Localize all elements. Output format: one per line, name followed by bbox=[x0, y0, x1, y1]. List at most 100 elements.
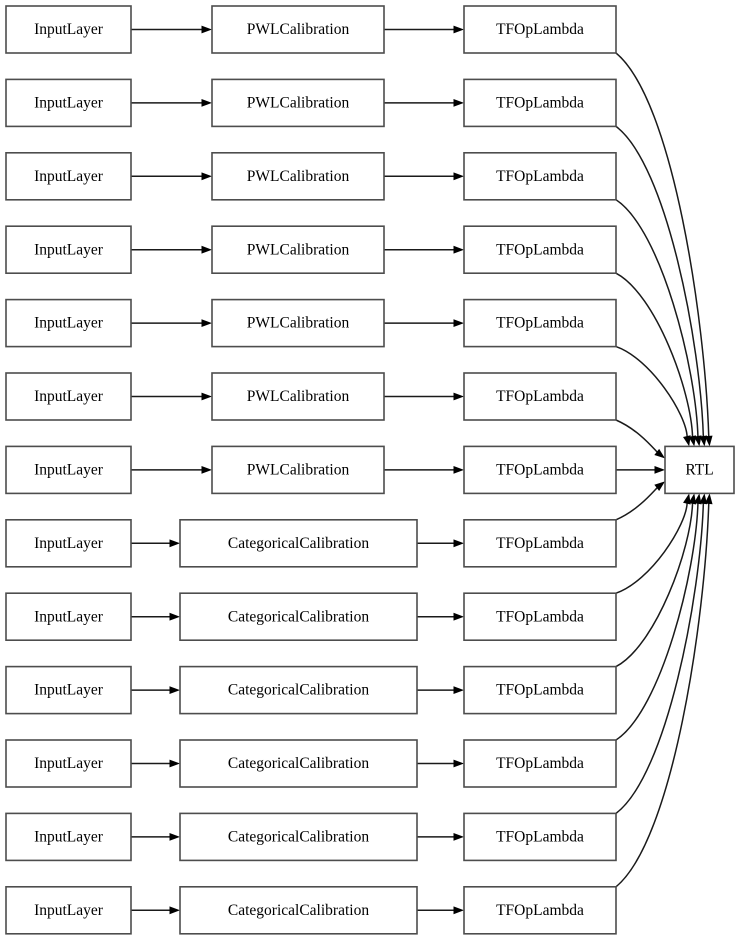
edge-lambda-to-rtl-3 bbox=[615, 272, 694, 438]
node-input-layer-5-label: InputLayer bbox=[34, 388, 104, 405]
edge-lambda-to-rtl-7 bbox=[615, 486, 659, 521]
edge-input-to-calibration-0-head bbox=[201, 25, 212, 34]
node-input-layer-3[interactable]: InputLayer bbox=[5, 225, 132, 274]
node-input-layer-1[interactable]: InputLayer bbox=[5, 78, 132, 128]
node-tf-op-lambda-9-label: TFOpLambda bbox=[496, 682, 584, 699]
node-calibration-5[interactable]: PWLCalibration bbox=[211, 372, 385, 421]
node-tf-op-lambda-2-label: TFOpLambda bbox=[496, 168, 584, 185]
node-tf-op-lambda-5[interactable]: TFOpLambda bbox=[463, 372, 617, 421]
node-input-layer-12[interactable]: InputLayer bbox=[5, 885, 132, 935]
node-input-layer-4-label: InputLayer bbox=[34, 315, 104, 332]
node-calibration-0[interactable]: PWLCalibration bbox=[211, 5, 385, 54]
edge-calibration-to-lambda-3-head bbox=[453, 245, 464, 254]
node-tf-op-lambda-4-label: TFOpLambda bbox=[496, 315, 584, 332]
node-calibration-12-label: CategoricalCalibration bbox=[228, 902, 369, 919]
edge-lambda-to-rtl-9 bbox=[615, 502, 694, 668]
node-input-layer-9-label: InputLayer bbox=[34, 682, 104, 699]
edge-lambda-to-rtl-10-head bbox=[693, 493, 702, 505]
node-tf-op-lambda-11[interactable]: TFOpLambda bbox=[463, 812, 617, 862]
edge-lambda-to-rtl-8 bbox=[615, 502, 688, 594]
node-calibration-9-label: CategoricalCalibration bbox=[228, 682, 369, 699]
edge-lambda-to-rtl-10 bbox=[615, 502, 699, 741]
edge-lambda-to-rtl-8-head bbox=[683, 493, 691, 505]
node-input-layer-10[interactable]: InputLayer bbox=[5, 739, 132, 788]
edge-input-to-calibration-7-head bbox=[169, 539, 180, 548]
node-calibration-2[interactable]: PWLCalibration bbox=[211, 152, 385, 201]
node-input-layer-6[interactable]: InputLayer bbox=[5, 445, 132, 495]
node-tf-op-lambda-1[interactable]: TFOpLambda bbox=[463, 78, 617, 128]
node-input-layer-8-label: InputLayer bbox=[34, 608, 104, 625]
node-calibration-0-label: PWLCalibration bbox=[247, 21, 350, 38]
node-calibration-11[interactable]: CategoricalCalibration bbox=[179, 812, 418, 862]
edge-calibration-to-lambda-1-head bbox=[453, 99, 464, 107]
node-tf-op-lambda-3[interactable]: TFOpLambda bbox=[463, 225, 617, 274]
edge-calibration-to-lambda-8-head bbox=[453, 612, 464, 621]
edge-lambda-to-rtl-0-head bbox=[704, 435, 713, 447]
edge-lambda-to-rtl-6-head bbox=[654, 466, 665, 474]
node-tf-op-lambda-10[interactable]: TFOpLambda bbox=[463, 739, 617, 788]
node-input-layer-10-label: InputLayer bbox=[34, 755, 104, 772]
node-rtl-label: RTL bbox=[685, 461, 713, 478]
node-input-layer-9[interactable]: InputLayer bbox=[5, 665, 132, 715]
node-tf-op-lambda-4[interactable]: TFOpLambda bbox=[463, 298, 617, 348]
edge-calibration-to-lambda-7-head bbox=[453, 539, 464, 548]
edge-lambda-to-rtl-5 bbox=[615, 419, 659, 454]
edge-lambda-to-rtl-1-head bbox=[699, 435, 708, 447]
node-input-layer-11[interactable]: InputLayer bbox=[5, 812, 132, 862]
node-tf-op-lambda-8[interactable]: TFOpLambda bbox=[463, 592, 617, 642]
node-rtl[interactable]: RTL bbox=[664, 445, 735, 495]
edge-lambda-to-rtl-12-head bbox=[704, 493, 713, 505]
node-tf-op-lambda-2[interactable]: TFOpLambda bbox=[463, 152, 617, 201]
edge-input-to-calibration-3-head bbox=[201, 245, 212, 254]
node-calibration-3[interactable]: PWLCalibration bbox=[211, 225, 385, 274]
edge-input-to-calibration-1-head bbox=[201, 99, 212, 107]
node-tf-op-lambda-11-label: TFOpLambda bbox=[496, 828, 584, 845]
node-input-layer-11-label: InputLayer bbox=[34, 828, 104, 845]
node-calibration-2-label: PWLCalibration bbox=[247, 168, 350, 185]
node-tf-op-lambda-0[interactable]: TFOpLambda bbox=[463, 5, 617, 54]
node-calibration-1-label: PWLCalibration bbox=[247, 94, 350, 111]
node-input-layer-4[interactable]: InputLayer bbox=[5, 298, 132, 348]
node-input-layer-7-label: InputLayer bbox=[34, 535, 104, 552]
node-input-layer-3-label: InputLayer bbox=[34, 241, 104, 258]
edge-lambda-to-rtl-1 bbox=[615, 125, 705, 438]
node-calibration-12[interactable]: CategoricalCalibration bbox=[179, 885, 418, 935]
node-calibration-8[interactable]: CategoricalCalibration bbox=[179, 592, 418, 642]
node-input-layer-0[interactable]: InputLayer bbox=[5, 5, 132, 54]
node-calibration-1[interactable]: PWLCalibration bbox=[211, 78, 385, 128]
edge-lambda-to-rtl-11 bbox=[615, 502, 705, 814]
node-input-layer-5[interactable]: InputLayer bbox=[5, 372, 132, 421]
edge-input-to-calibration-11-head bbox=[169, 833, 180, 841]
node-input-layer-8[interactable]: InputLayer bbox=[5, 592, 132, 642]
node-tf-op-lambda-10-label: TFOpLambda bbox=[496, 755, 584, 772]
node-tf-op-lambda-1-label: TFOpLambda bbox=[496, 94, 584, 111]
edge-calibration-to-lambda-9-head bbox=[453, 686, 464, 694]
node-calibration-9[interactable]: CategoricalCalibration bbox=[179, 665, 418, 715]
node-calibration-6[interactable]: PWLCalibration bbox=[211, 445, 385, 495]
node-input-layer-0-label: InputLayer bbox=[34, 21, 104, 38]
node-calibration-10[interactable]: CategoricalCalibration bbox=[179, 739, 418, 788]
edge-input-to-calibration-2-head bbox=[201, 172, 212, 181]
node-calibration-7[interactable]: CategoricalCalibration bbox=[179, 518, 418, 568]
edge-lambda-to-rtl-5-head bbox=[654, 448, 665, 459]
node-tf-op-lambda-5-label: TFOpLambda bbox=[496, 388, 584, 405]
edge-input-to-calibration-4-head bbox=[201, 319, 212, 327]
edge-lambda-to-rtl-2-head bbox=[693, 435, 702, 447]
node-input-layer-7[interactable]: InputLayer bbox=[5, 518, 132, 568]
node-tf-op-lambda-7[interactable]: TFOpLambda bbox=[463, 518, 617, 568]
node-input-layer-2[interactable]: InputLayer bbox=[5, 152, 132, 201]
node-tf-op-lambda-6[interactable]: TFOpLambda bbox=[463, 445, 617, 495]
edge-calibration-to-lambda-12-head bbox=[453, 906, 464, 915]
edge-lambda-to-rtl-2 bbox=[615, 199, 699, 438]
node-calibration-4[interactable]: PWLCalibration bbox=[211, 298, 385, 348]
node-calibration-6-label: PWLCalibration bbox=[247, 461, 350, 478]
node-tf-op-lambda-12-label: TFOpLambda bbox=[496, 902, 584, 919]
node-calibration-3-label: PWLCalibration bbox=[247, 241, 350, 258]
edge-calibration-to-lambda-11-head bbox=[453, 833, 464, 841]
node-input-layer-12-label: InputLayer bbox=[34, 902, 104, 919]
node-tf-op-lambda-9[interactable]: TFOpLambda bbox=[463, 665, 617, 715]
node-tf-op-lambda-3-label: TFOpLambda bbox=[496, 241, 584, 258]
node-tf-op-lambda-12[interactable]: TFOpLambda bbox=[463, 885, 617, 935]
edge-calibration-to-lambda-2-head bbox=[453, 172, 464, 181]
edge-input-to-calibration-6-head bbox=[201, 466, 212, 474]
